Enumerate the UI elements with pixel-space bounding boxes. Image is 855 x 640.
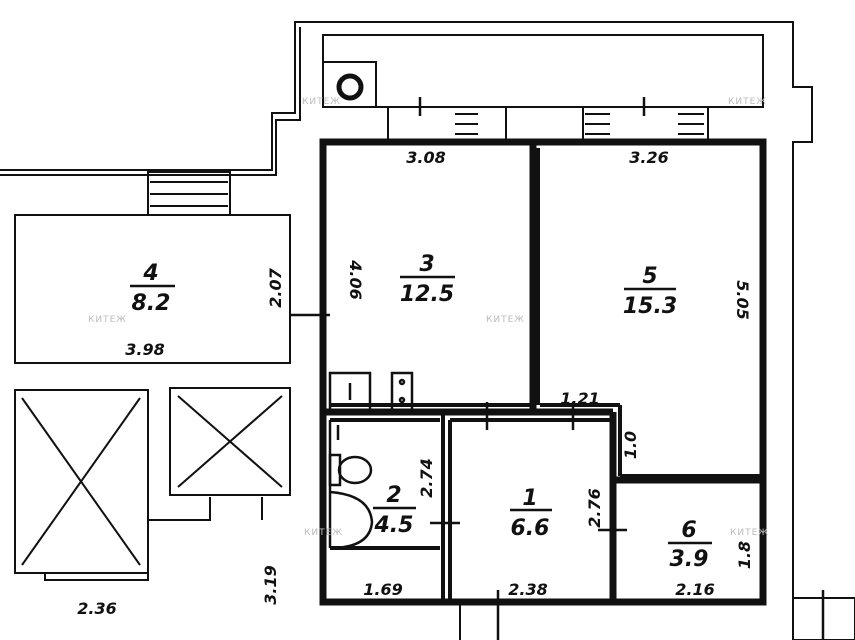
dimension-labels: 3.08 3.26 4.06 5.05 3.98 2.07 1.21 1.0 2… [77,148,754,618]
balcony-door-left [387,106,507,143]
watermark-6: КИТЕЖ [730,528,769,538]
bath-tub [329,490,374,550]
dim-passage-height: 1.0 [621,431,640,459]
dim-room6-height: 1.8 [735,541,754,569]
stove [390,371,414,413]
door-ticks [290,97,825,640]
dim-passage-width: 1.21 [560,389,599,408]
main-walls [319,138,767,606]
lower-left-outline [15,497,211,581]
boiler-icon [336,73,364,101]
room-1-area: 6.6 [511,516,550,541]
kitchen-sink [328,371,372,413]
stair-shaft-right [169,387,291,496]
dim-room6-width: 2.16 [675,580,714,599]
ventilation-shaft [322,61,377,108]
room-6-number: 6 [681,518,696,543]
room-3-area: 12.5 [400,282,454,307]
thin-outline-walls [0,21,855,640]
dim-room4-height: 2.07 [266,267,285,307]
shaft-crosses [21,395,283,566]
dim-bath-height: 2.74 [417,458,436,497]
room-3-number: 3 [419,252,434,277]
dim-stair-height: 3.19 [261,565,280,604]
dim-room3-width: 3.08 [406,148,445,167]
watermark-1: КИТЕЖ [302,97,341,107]
room-2-number: 2 [386,483,401,508]
stair-hatching [150,113,704,207]
toilet-bowl [337,455,373,485]
fixtures [328,371,414,550]
room-1-number: 1 [522,486,537,511]
room-4-area: 8.2 [132,291,171,316]
dim-room5-height: 5.05 [733,280,752,319]
dim-room5-width: 3.26 [629,148,668,167]
room-5-number: 5 [642,264,657,289]
dim-room3-height: 4.06 [346,259,365,299]
dim-hall-width: 2.38 [508,580,547,599]
outer-shell-inner-line [0,27,301,176]
room-6-area: 3.9 [670,547,709,572]
interior-partitions [330,148,760,602]
room-4-number: 4 [142,261,158,286]
room-5-area: 15.3 [623,294,677,319]
dim-room4-width: 3.98 [125,340,164,359]
dim-hall-height: 2.76 [585,488,604,527]
dim-stair-width: 2.36 [77,599,116,618]
room-labels: 1 6.6 2 4.5 3 12.5 4 8.2 5 15.3 6 3.9 [130,252,712,572]
room-2-area: 4.5 [374,513,414,538]
upper-left-outline [0,21,813,640]
apartment-perimeter [319,138,767,606]
watermark-5: КИТЕЖ [304,528,343,538]
watermark-4: КИТЕЖ [486,315,525,325]
dim-bath-width: 1.69 [363,580,402,599]
watermark-3: КИТЕЖ [88,315,127,325]
watermark-2: КИТЕЖ [728,97,767,107]
entry-landing-outline [147,171,231,216]
watermarks: КИТЕЖ КИТЕЖ КИТЕЖ КИТЕЖ КИТЕЖ КИТЕЖ [88,97,769,538]
stair-shaft-left [14,389,149,574]
balcony-strip [322,34,764,108]
